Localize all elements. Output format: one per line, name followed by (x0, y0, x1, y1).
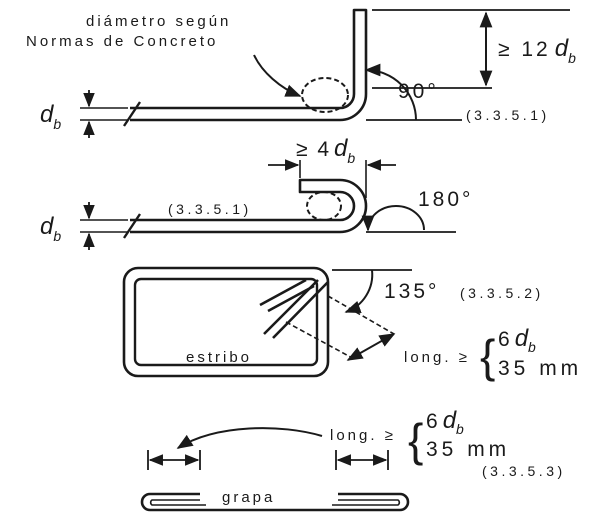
bend-diameter-circle-90 (301, 77, 349, 113)
bend-diameter-circle-180 (306, 191, 342, 221)
bar-180-outline (130, 178, 368, 234)
stirrup-long-label: long. ≥ (404, 349, 470, 366)
ref-label-tie: (3.3.5.3) (482, 463, 566, 479)
length-ext-dashed-1 (327, 295, 395, 335)
stirrup-hook-leg-1b (272, 281, 329, 339)
stirrup-inner (133, 277, 319, 367)
angle-label-90: 90° (398, 80, 439, 103)
note-line-1: diámetro según (86, 13, 231, 30)
tie-long-label: long. ≥ (330, 427, 396, 444)
note-leader-90 (253, 54, 302, 97)
stirrup-label: estribo (186, 349, 252, 366)
ref-label-90: (3.3.5.1) (466, 107, 550, 123)
tie-bar-outline (140, 492, 410, 512)
db-label-90: db (40, 101, 61, 132)
tie-label-bg (206, 488, 332, 508)
tie-brace: { (408, 414, 423, 466)
stirrup-option-2: 35 mm (498, 357, 582, 380)
ref-label-180: (3.3.5.1) (168, 201, 252, 217)
note-line-2: Normas de Concreto (26, 33, 218, 50)
angle-label-135: 135° (384, 280, 439, 303)
angle-arc-180 (361, 205, 425, 232)
bar-90-outline (130, 8, 368, 122)
angle-arc-90 (364, 63, 417, 121)
angle-arc-135 (344, 269, 374, 314)
tie-leader (176, 427, 323, 449)
hook-90-detail: diámetro según Normas de Concreto 90° ≥ … (26, 8, 576, 138)
stirrup-hook-leg-2 (259, 278, 307, 307)
break-mark-90 (123, 101, 141, 127)
angle-label-180: 180° (418, 188, 473, 211)
db-label-180: db (40, 213, 61, 244)
stirrup-brace: { (480, 330, 495, 382)
stirrup-hook-leg-2b (267, 284, 315, 313)
tie-option-2: 35 mm (426, 438, 510, 461)
stirrup-outer (122, 266, 330, 378)
length-dim-135 (346, 333, 396, 361)
tie-label: grapa (222, 489, 275, 506)
ref-label-stirrup: (3.3.5.2) (460, 285, 544, 301)
length-ext-dashed-2 (285, 321, 357, 361)
break-mark-180 (123, 213, 141, 239)
